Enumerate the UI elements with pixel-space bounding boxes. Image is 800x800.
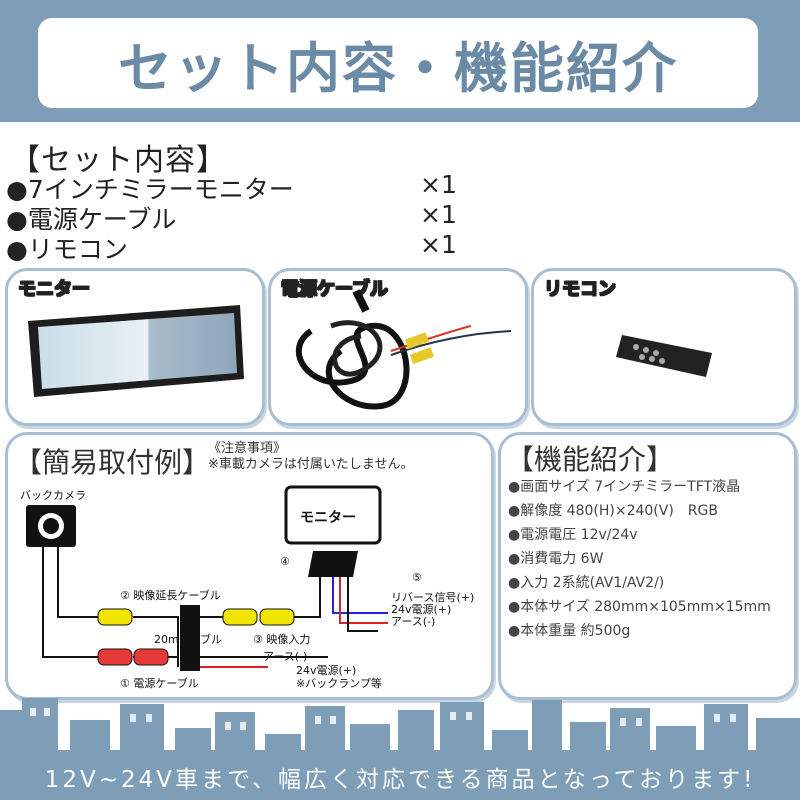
monitor-panel: モニター — [5, 268, 265, 426]
set-item-label: ●電源ケーブル — [6, 205, 177, 234]
page-title: セット内容・機能紹介 — [118, 36, 678, 100]
set-item-label: ●リモコン — [6, 235, 128, 264]
install-note-heading: 《注意事項》 — [208, 441, 287, 456]
remote-panel-label: リモコン — [544, 279, 617, 301]
feature-item: ●解像度 480(H)×240(V) RGB — [508, 503, 718, 519]
header-banner-inner: セット内容・機能紹介 — [38, 18, 758, 108]
cable20-label: 20mケーブル — [154, 633, 223, 646]
cable-panel: 電源ケーブル — [268, 268, 528, 426]
power24-label-1: 24v電源(+) — [296, 664, 357, 677]
set-item-label: ●7インチミラーモニター — [6, 175, 294, 204]
remote-control-image — [616, 335, 712, 377]
video-in-label: ③ 映像入力 — [253, 633, 311, 646]
monitor-box — [284, 485, 382, 545]
camera-lens — [43, 518, 59, 534]
wire-group-number: ⑤ — [412, 571, 422, 584]
set-contents-heading: 【セット内容】 — [10, 143, 227, 178]
set-item-qty: ×1 — [420, 170, 457, 199]
install-note-camera: ※車載カメラは付属いたしません。 — [208, 457, 414, 472]
footer-slogan: 12V~24V車まで、幅広く対応できる商品となっております! — [44, 767, 756, 793]
power-cable-image — [295, 289, 512, 410]
feature-item: ●本体重量 約500g — [508, 623, 631, 639]
wiring-diagram — [26, 485, 388, 671]
feature-item: ●消費電力 6W — [508, 551, 604, 567]
monitor-connector — [308, 551, 358, 577]
remote-panel: リモコン — [531, 268, 797, 426]
install-title: 【簡易取付例】 — [14, 446, 211, 479]
reverse-signal-label: リバース信号(+) — [391, 591, 475, 604]
feature-item: ●画面サイズ 7インチミラーTFT液晶 — [508, 479, 741, 495]
feature-item: ●入力 2系統(AV1/AV2/) — [508, 575, 665, 591]
camera-label: バックカメラ — [20, 489, 86, 502]
video-ext-label: ② 映像延長ケーブル — [120, 589, 221, 602]
install-panel: 【簡易取付例】 《注意事項》 ※車載カメラは付属いたしません。 バックカメラ モ… — [5, 432, 494, 700]
feature-item: ●電源電圧 12v/24v — [508, 527, 638, 543]
set-item-remote: ●リモコン ×1 — [6, 230, 457, 266]
connector-number: ④ — [280, 555, 290, 568]
header-banner: セット内容・機能紹介 — [0, 0, 800, 122]
back-lamp-label: ※バックランプ等 — [296, 677, 382, 690]
earth-label-2: アース(-) — [391, 615, 436, 628]
set-item-qty: ×1 — [420, 230, 457, 259]
power24-label-2: 24v電源(+) — [391, 603, 452, 616]
city-skyline — [0, 698, 800, 800]
set-item-qty: ×1 — [420, 200, 457, 229]
set-item-cable: ●電源ケーブル ×1 — [6, 200, 457, 236]
power-cable-label: ① 電源ケーブル — [120, 677, 199, 690]
features-title: 【機能紹介】 — [506, 443, 675, 476]
earth-label-1: アース(-) — [263, 650, 308, 663]
monitor-label: モニター — [300, 510, 356, 526]
set-item-monitor: ●7インチミラーモニター ×1 — [6, 170, 457, 206]
feature-item: ●本体サイズ 280mm×105mm×15mm — [508, 599, 771, 615]
features-panel — [498, 432, 797, 700]
monitor-panel-label: モニター — [18, 279, 91, 301]
mirror-monitor-image — [28, 305, 244, 397]
